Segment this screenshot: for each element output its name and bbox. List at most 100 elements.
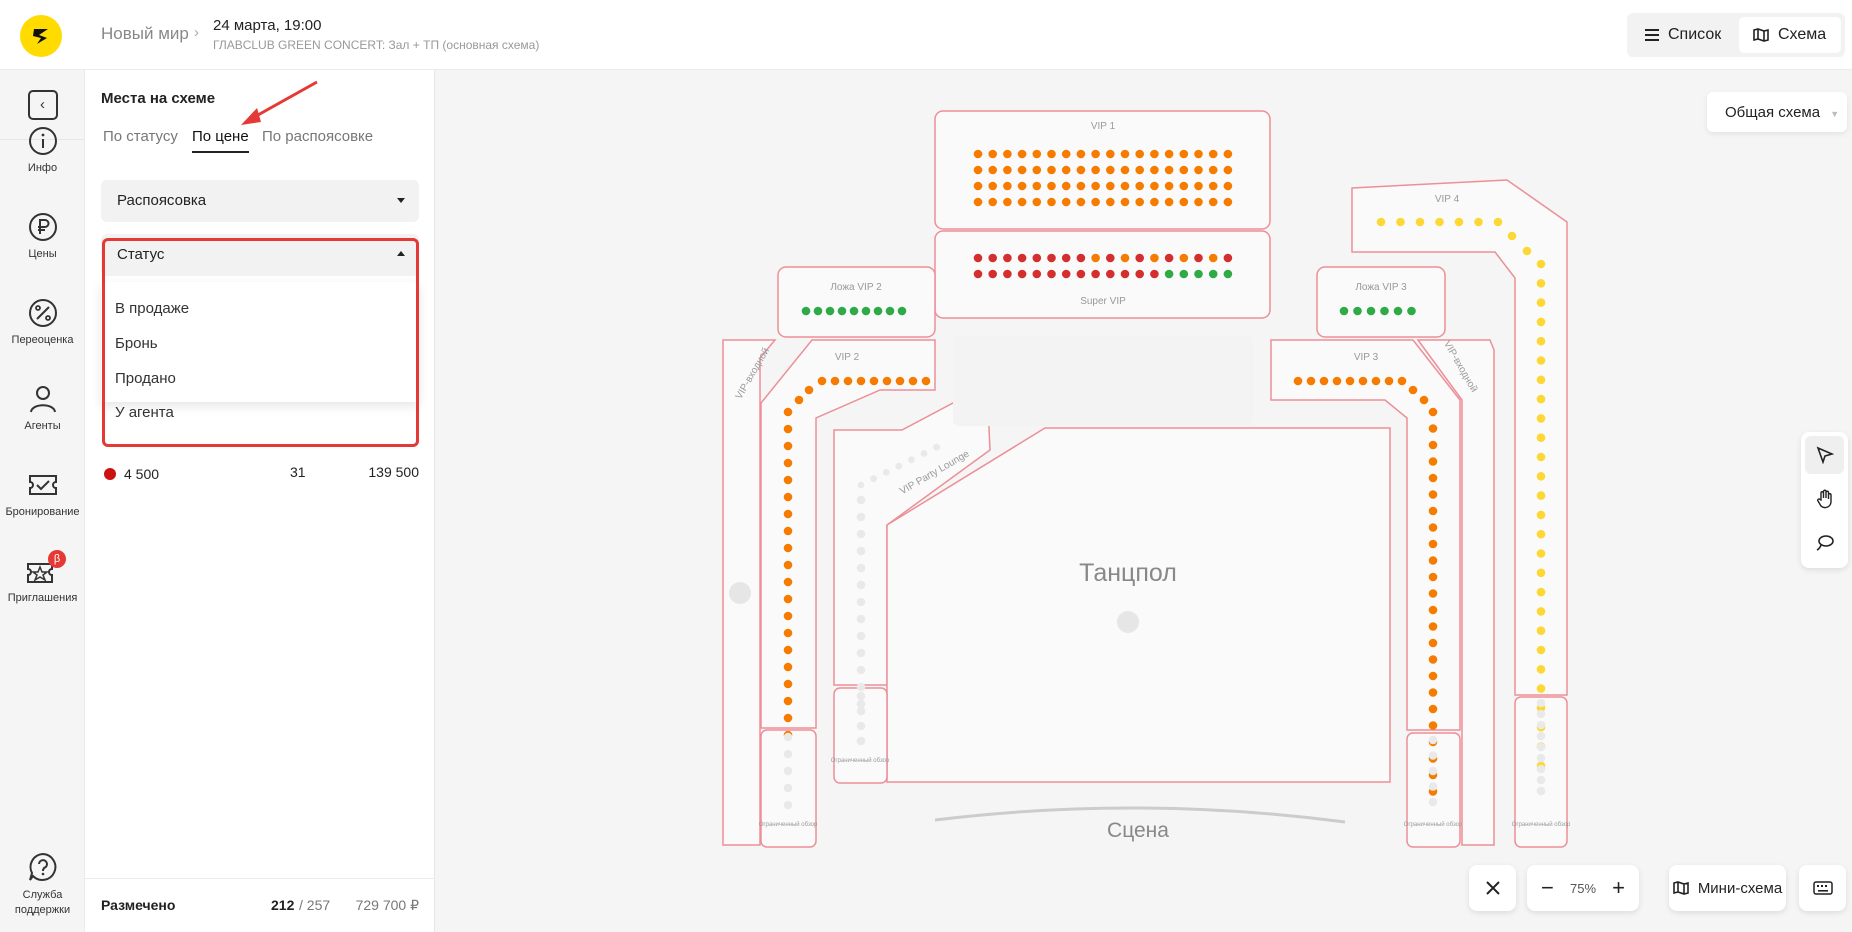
seat[interactable] — [921, 376, 931, 386]
seat[interactable] — [783, 543, 793, 553]
seat[interactable] — [1353, 306, 1362, 316]
option-on-sale[interactable]: В продаже — [115, 300, 190, 317]
seat[interactable] — [1194, 197, 1203, 207]
seat[interactable] — [804, 385, 814, 395]
seat[interactable] — [1536, 356, 1546, 365]
keyboard-button[interactable] — [1799, 865, 1846, 911]
seat[interactable] — [1536, 549, 1546, 558]
seat[interactable] — [1536, 764, 1546, 774]
seat[interactable] — [1003, 181, 1012, 191]
seat[interactable] — [857, 481, 865, 489]
seat[interactable] — [856, 721, 866, 731]
seat[interactable] — [1536, 279, 1546, 288]
seat[interactable] — [1493, 217, 1503, 227]
seat[interactable] — [783, 766, 793, 776]
seat[interactable] — [861, 306, 871, 316]
tab-by-status[interactable]: По статусу — [103, 128, 178, 145]
status-select[interactable]: Статус — [101, 234, 419, 276]
seat[interactable] — [1032, 197, 1042, 207]
seat[interactable] — [1208, 165, 1218, 175]
seat[interactable] — [783, 783, 793, 793]
seat[interactable] — [1428, 572, 1438, 582]
seat[interactable] — [1106, 149, 1115, 159]
seat[interactable] — [1393, 306, 1403, 316]
seat[interactable] — [1428, 751, 1438, 760]
seat[interactable] — [1179, 253, 1189, 263]
seat[interactable] — [1223, 149, 1233, 159]
seat[interactable] — [1428, 688, 1438, 697]
seat[interactable] — [873, 306, 883, 316]
seat[interactable] — [1415, 217, 1425, 227]
seat[interactable] — [1164, 253, 1174, 263]
seat[interactable] — [817, 376, 827, 386]
tab-by-zoning[interactable]: По распоясовке — [262, 128, 374, 145]
seat[interactable] — [1003, 149, 1012, 159]
seat[interactable] — [1017, 149, 1027, 159]
seat[interactable] — [1428, 473, 1438, 483]
seat[interactable] — [1428, 735, 1438, 745]
seat[interactable] — [1428, 622, 1438, 631]
seat[interactable] — [1428, 797, 1438, 807]
seat[interactable] — [1536, 433, 1546, 443]
seat[interactable] — [1536, 568, 1546, 578]
seat[interactable] — [1474, 217, 1483, 227]
seat[interactable] — [1150, 269, 1159, 279]
seat[interactable] — [1003, 253, 1012, 263]
seat[interactable] — [1358, 376, 1368, 386]
seat[interactable] — [1208, 269, 1218, 279]
seat[interactable] — [1091, 253, 1100, 263]
seat[interactable] — [1047, 197, 1056, 207]
seat[interactable] — [1003, 269, 1012, 279]
seat[interactable] — [1396, 217, 1405, 227]
seat[interactable] — [897, 306, 907, 316]
seat[interactable] — [783, 732, 793, 742]
seat[interactable] — [1179, 269, 1189, 279]
seat[interactable] — [856, 699, 866, 709]
seat[interactable] — [1120, 149, 1130, 159]
seat[interactable] — [1135, 181, 1144, 191]
seat[interactable] — [973, 269, 983, 279]
seat[interactable] — [1120, 165, 1130, 175]
seat[interactable] — [1536, 775, 1546, 785]
seat[interactable] — [1194, 181, 1203, 191]
seat[interactable] — [1536, 742, 1546, 752]
zoom-in-button[interactable]: + — [1612, 875, 1625, 900]
seat[interactable] — [885, 306, 895, 316]
seat[interactable] — [856, 529, 866, 539]
seat[interactable] — [856, 736, 866, 746]
seat[interactable] — [856, 614, 866, 624]
seat[interactable] — [1428, 605, 1438, 615]
option-reserved[interactable]: Бронь — [115, 335, 158, 352]
seat[interactable] — [1061, 181, 1071, 191]
seat[interactable] — [1017, 197, 1027, 207]
seat[interactable] — [856, 691, 866, 701]
seat[interactable] — [1032, 149, 1042, 159]
seat[interactable] — [1536, 720, 1546, 730]
option-sold[interactable]: Продано — [115, 370, 176, 387]
seat[interactable] — [908, 456, 915, 464]
seat[interactable] — [1032, 165, 1042, 175]
seat[interactable] — [908, 376, 918, 386]
seat[interactable] — [1428, 539, 1438, 549]
seat[interactable] — [783, 800, 793, 810]
seat[interactable] — [1164, 165, 1174, 175]
nav-support[interactable]: Служба поддержки — [0, 852, 85, 918]
seat[interactable] — [1306, 376, 1316, 386]
seat[interactable] — [830, 376, 840, 386]
seat[interactable] — [1223, 269, 1233, 279]
seat[interactable] — [1120, 197, 1130, 207]
seat[interactable] — [1047, 269, 1056, 279]
seat[interactable] — [1380, 306, 1389, 316]
seat[interactable] — [1536, 529, 1546, 539]
seat[interactable] — [1017, 165, 1027, 175]
seat[interactable] — [870, 475, 877, 483]
seat[interactable] — [856, 563, 866, 573]
seat[interactable] — [882, 376, 892, 386]
seat[interactable] — [973, 181, 983, 191]
seat[interactable] — [1106, 197, 1115, 207]
seat[interactable] — [895, 462, 903, 470]
lasso-tool-button[interactable] — [1805, 524, 1844, 562]
section-lozha-vip2[interactable] — [777, 266, 936, 338]
nav-booking[interactable]: Бронирование — [0, 470, 85, 518]
seat[interactable] — [1223, 253, 1233, 263]
